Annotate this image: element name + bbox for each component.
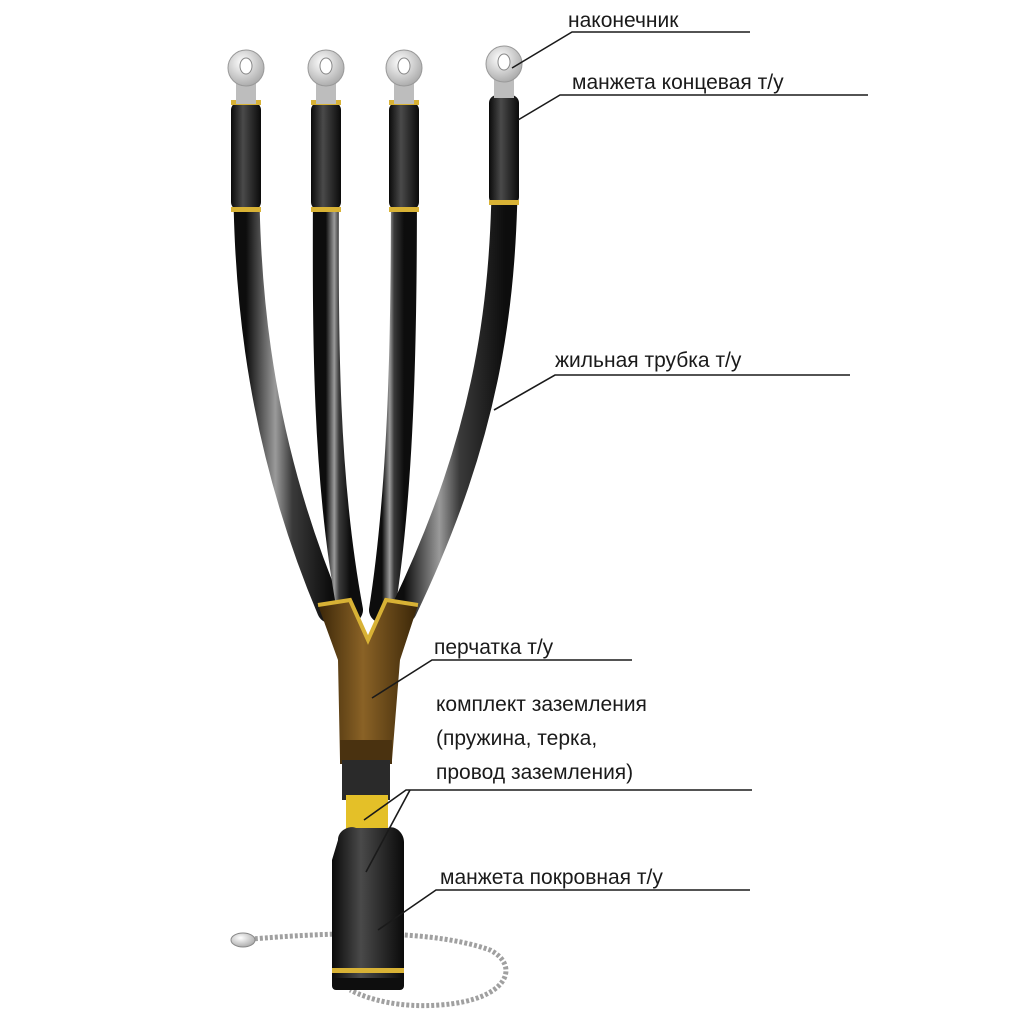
- leader-lines: [363, 31, 868, 931]
- core-tube-2: [312, 137, 363, 623]
- label-grounding-line2: (пружина, терка,: [436, 727, 597, 750]
- core-tube-4: [391, 137, 518, 623]
- lug-1: [227, 49, 265, 104]
- labels: наконечник манжета концевая т/у жильная …: [434, 9, 784, 889]
- leader-tip: [511, 31, 750, 69]
- grounding-wire-lug: [230, 932, 256, 948]
- leader-grounding-b: [365, 789, 411, 873]
- label-glove: перчатка т/у: [434, 636, 554, 659]
- yellow-bands: [231, 100, 519, 212]
- label-cover-cuff: манжета покровная т/у: [440, 866, 663, 889]
- leader-grounding-a: [363, 789, 752, 821]
- lugs: [227, 45, 523, 104]
- leader-cover-cuff: [377, 889, 750, 931]
- end-cuffs: [231, 95, 519, 210]
- leader-core-tube: [493, 374, 850, 411]
- label-core-tube: жильная трубка т/у: [555, 349, 742, 372]
- label-grounding-line1: комплект заземления: [436, 693, 647, 716]
- lug-4: [485, 45, 523, 98]
- label-grounding-line3: провод заземления): [436, 761, 633, 784]
- end-cuff-1: [231, 102, 261, 210]
- lug-3: [385, 49, 423, 104]
- label-tip: наконечник: [568, 9, 679, 32]
- cover-cuff: [332, 827, 404, 990]
- end-cuff-2: [311, 102, 341, 210]
- end-cuff-4: [489, 95, 519, 205]
- end-cuff-3: [389, 102, 419, 210]
- leader-glove: [371, 659, 632, 699]
- core-tubes: [233, 137, 518, 623]
- lug-2: [307, 49, 345, 104]
- glove: [317, 597, 419, 764]
- label-end-cuff: манжета концевая т/у: [572, 71, 784, 94]
- core-tube-3: [369, 137, 417, 623]
- leader-end-cuff: [517, 94, 868, 121]
